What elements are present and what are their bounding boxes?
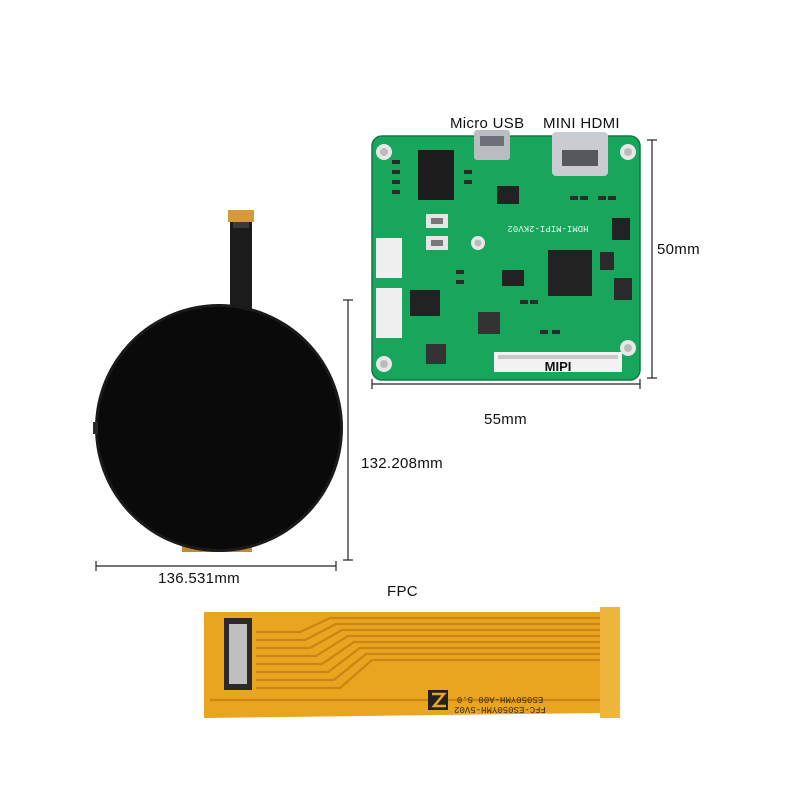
main-chip — [548, 250, 592, 296]
board-dimension-lines — [371, 139, 657, 389]
micro-usb-label: Micro USB — [450, 115, 525, 132]
fpc-cable: ES050YMH-A00 S.0 FFC-ES050YMH-5V02 — [204, 607, 620, 718]
side-connector-bottom — [376, 288, 402, 338]
board-silk-text: HDMI-MIPI-2KV02 — [507, 223, 588, 233]
board-width-label: 55mm — [484, 411, 527, 428]
fpc-label: FPC — [387, 583, 418, 600]
fpc-silk-2: FFC-ES050YMH-5V02 — [454, 704, 546, 714]
driver-board: HDMI-MIPI-2KV02 MIPI — [371, 130, 641, 381]
display-dimension-lines — [95, 299, 353, 571]
round-display — [93, 210, 343, 552]
mini-hdmi-label: MINI HDMI — [543, 115, 620, 132]
display-flex-cable — [230, 212, 252, 312]
display-screen — [98, 307, 340, 549]
board-height-label: 50mm — [657, 241, 700, 258]
fpc-silk-1: ES050YMH-A00 S.0 — [457, 694, 543, 704]
display-height-label: 132.208mm — [361, 455, 443, 472]
side-connector-top — [376, 238, 402, 278]
display-width-label: 136.531mm — [158, 570, 240, 587]
mipi-label: MIPI — [545, 359, 572, 374]
